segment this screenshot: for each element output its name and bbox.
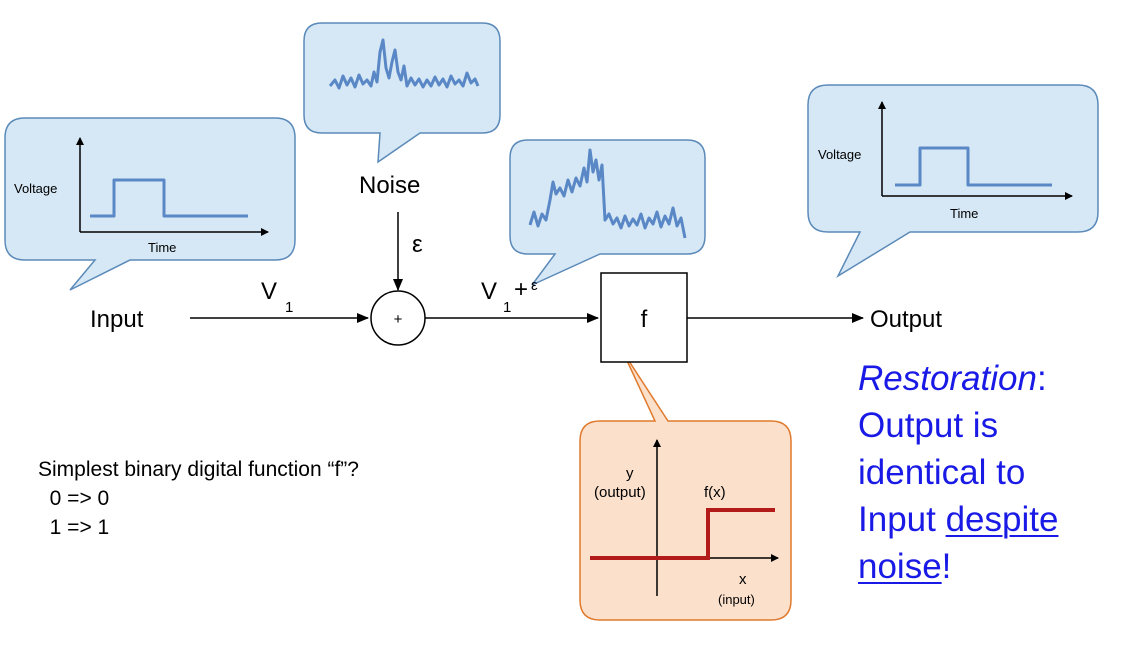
v1-letter: V (261, 278, 277, 305)
v1-eps-subscript: 1 (503, 299, 511, 316)
restoration-word: Restoration (858, 359, 1037, 398)
mapping-one: 1 => 1 (38, 516, 110, 539)
output-xlabel: Time (950, 206, 978, 221)
noisy-signal-bubble (509, 139, 706, 286)
function-ylabel: y (626, 465, 634, 482)
binary-function-question: Simplest binary digital function “f”? 0 … (38, 455, 359, 542)
restoration-line3: identical to (858, 453, 1026, 492)
input-xlabel: Time (148, 240, 176, 255)
v1-eps-letter: V (481, 278, 497, 305)
restoration-despite: despite (945, 500, 1059, 539)
noise-bubble (303, 22, 501, 164)
restoration-statement: Restoration: Output is identical to Inpu… (858, 355, 1058, 590)
function-bubble: y (output) f(x) x (input) (579, 351, 792, 621)
restoration-noise: noise (858, 547, 942, 586)
restoration-exclaim: ! (941, 547, 952, 586)
epsilon-label: ε (412, 231, 423, 258)
function-xlabel: x (739, 571, 747, 588)
question-line: Simplest binary digital function “f”? (38, 458, 359, 481)
v1-eps-plus: + (514, 276, 528, 303)
input-label: Input (90, 306, 144, 333)
input-bubble: Voltage Time (4, 117, 296, 291)
mapping-zero: 0 => 0 (38, 487, 110, 510)
noise-signal (328, 38, 480, 90)
function-xlabel-unit: (input) (718, 592, 755, 607)
output-bubble: Voltage Time (807, 84, 1099, 279)
v1-eps-epsilon: ε (531, 277, 538, 294)
input-pulse-signal (90, 178, 248, 218)
output-ylabel: Voltage (818, 147, 861, 162)
step-function-curve (590, 508, 775, 560)
v1-subscript: 1 (285, 299, 293, 316)
input-ylabel: Voltage (14, 181, 57, 196)
function-curve-label: f(x) (704, 484, 726, 501)
function-box-label: f (641, 306, 648, 333)
function-box (600, 272, 688, 363)
restoration-line2: Output is (858, 406, 999, 445)
function-ylabel-unit: (output) (594, 484, 646, 501)
output-pulse-signal (895, 146, 1052, 187)
restoration-colon: : (1036, 359, 1047, 398)
output-label: Output (870, 306, 942, 333)
noise-label: Noise (359, 172, 420, 199)
adder-symbol: + (394, 311, 403, 328)
noisy-signal-line (528, 148, 687, 239)
restoration-input-word: Input (858, 500, 946, 539)
